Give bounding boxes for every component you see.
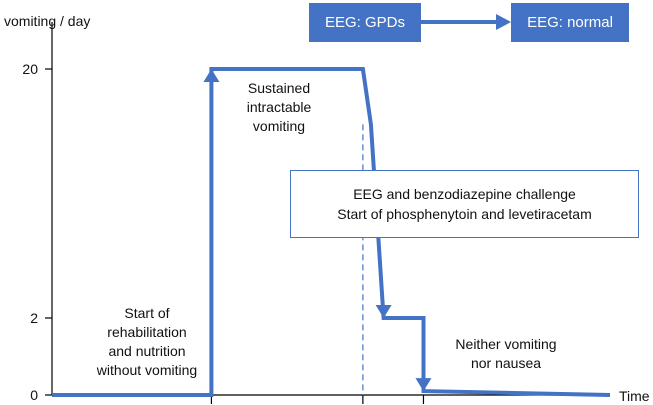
annotation-1-line-0: Sustained [248,80,310,96]
callout-line-2: Start of phosphenytoin and levetiracetam [337,206,592,222]
eeg-gpds-label: EEG: GPDs [324,14,406,31]
annotation-0-line-2: and nutrition [108,343,185,359]
series [52,67,611,397]
annotation-2: Neither vomiting nor nausea [455,336,556,371]
callout-line-1: EEG and benzodiazepine challenge [353,186,576,202]
intervention-callout: EEG and benzodiazepine challenge Start o… [290,170,639,238]
ticks: 0 2 20 [22,61,425,404]
eeg-transition-arrowhead [496,14,511,30]
eeg-normal-box: EEG: normal [511,3,629,42]
y-tick-label-2: 2 [30,310,38,326]
annotation-1-line-2: vomiting [253,118,305,134]
y-tick-label-0: 0 [30,387,38,403]
annotation-2-line-1: nor nausea [471,355,541,371]
annotation-1-line-1: intractable [247,99,312,115]
annotation-2-line-0: Neither vomiting [455,336,556,352]
annotation-0-line-0: Start of [124,305,169,321]
vomiting-series-line [52,67,611,397]
annotation-1: Sustained intractable vomiting [247,80,312,134]
arrows [203,14,511,392]
annotation-0: Start of rehabilitation and nutrition witho… [96,305,197,378]
annotation-0-line-3: without vomiting [96,362,197,378]
y-tick-label-20: 20 [22,61,38,77]
y-axis-label: vomiting / day [4,13,90,29]
eeg-gpds-box: EEG: GPDs [309,3,421,42]
rise-arrowhead [203,69,220,82]
drop-to-0-arrowhead [415,378,432,392]
x-axis-label: Time [619,388,650,404]
annotation-0-line-1: rehabilitation [107,324,186,340]
eeg-normal-label: EEG: normal [527,14,613,31]
drop-to-2-arrowhead [375,305,392,318]
